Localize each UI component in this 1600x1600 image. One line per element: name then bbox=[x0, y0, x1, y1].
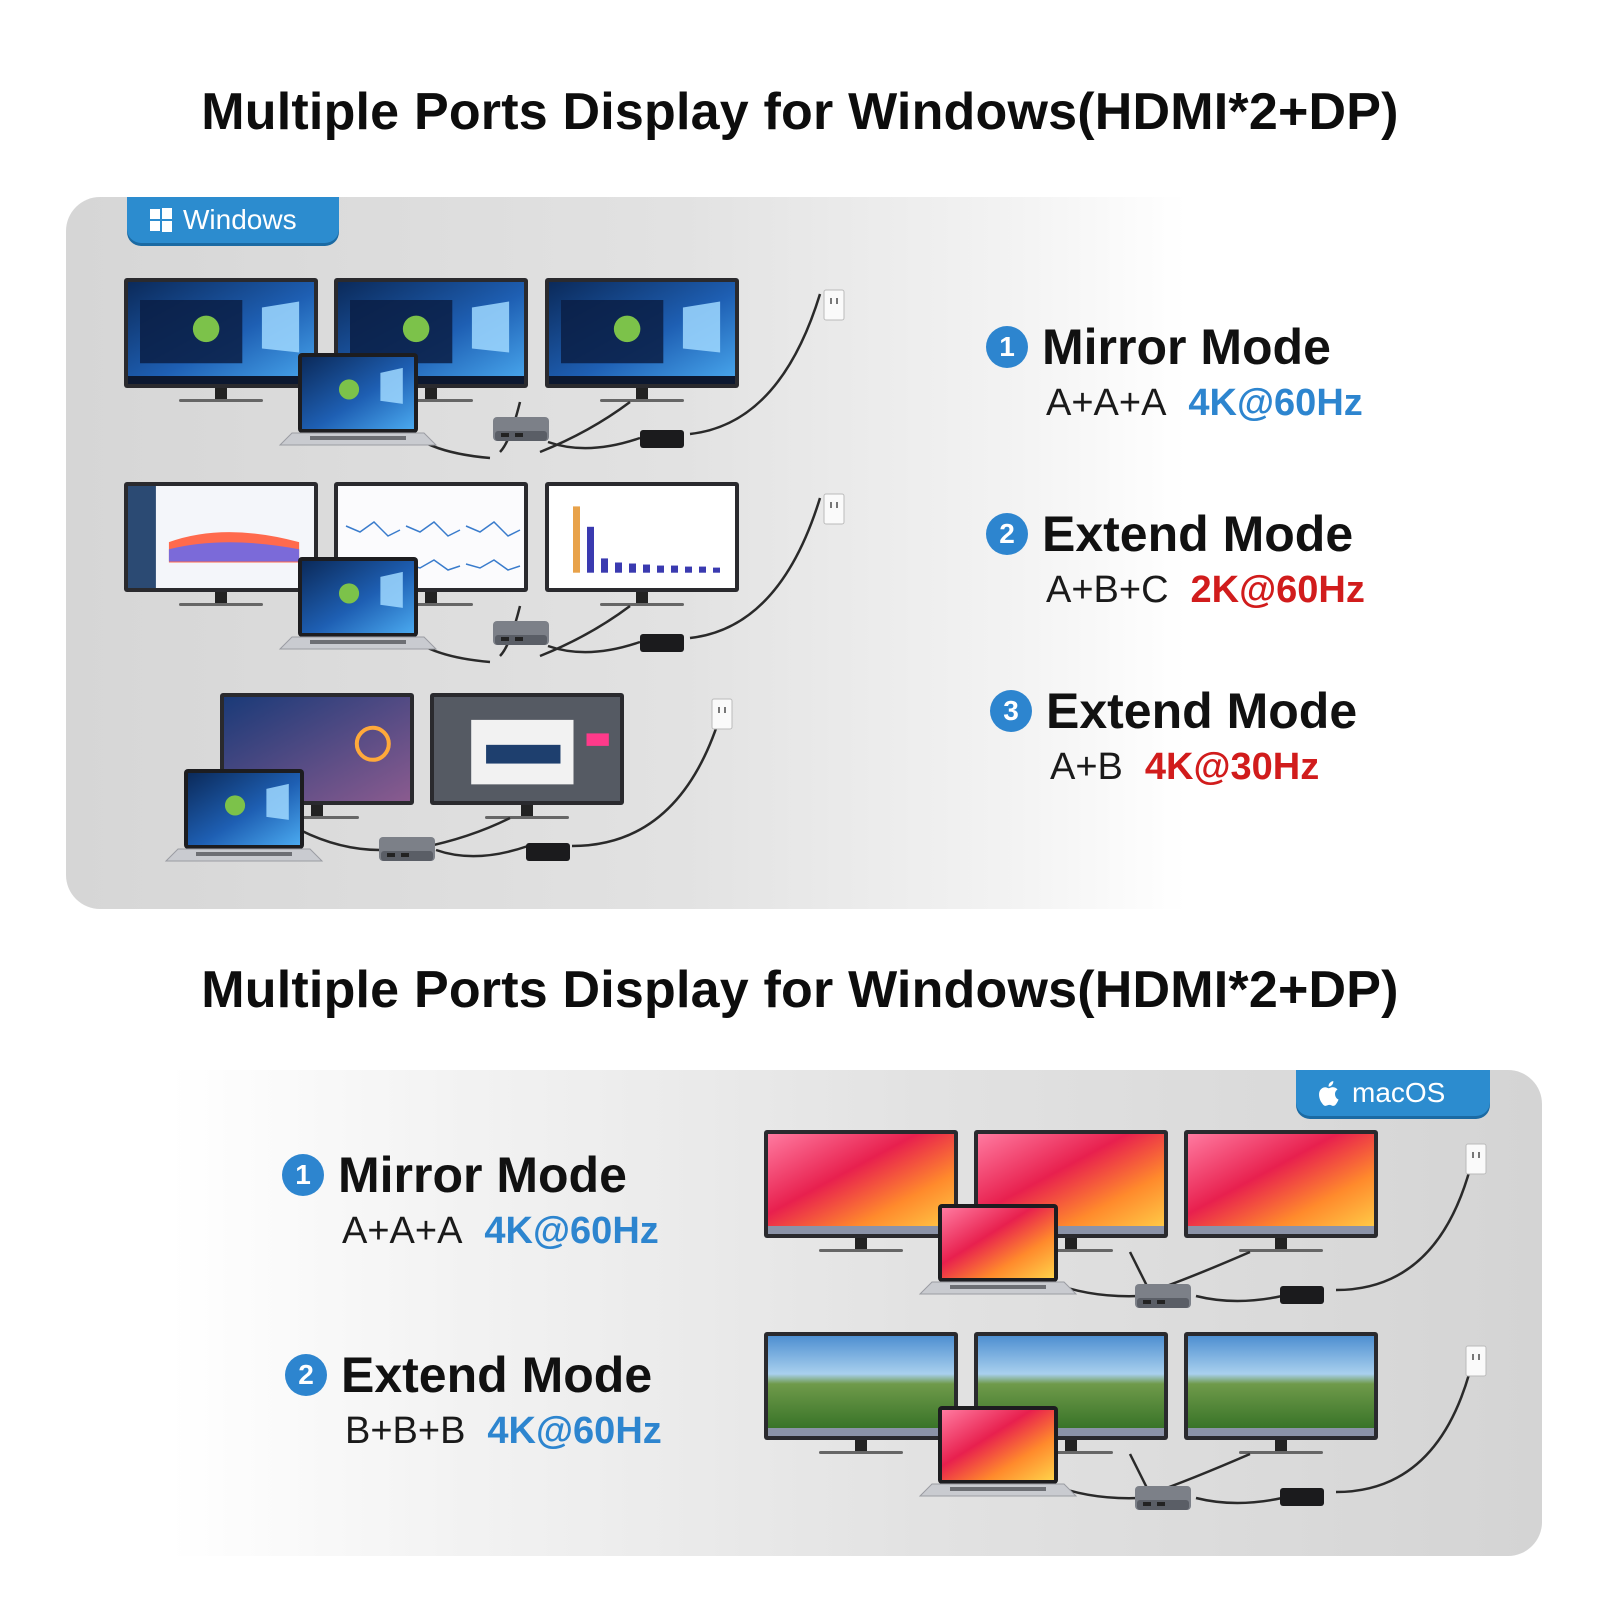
monitor-icon bbox=[430, 693, 624, 819]
monitor-icon bbox=[334, 482, 528, 606]
mode-name: Mirror Mode bbox=[338, 1147, 627, 1203]
cable-line bbox=[299, 828, 381, 852]
windows-logo-icon bbox=[149, 208, 173, 232]
apple-logo-icon bbox=[1318, 1079, 1342, 1107]
cable-line bbox=[539, 400, 631, 454]
mode-number-badge: 1 bbox=[986, 326, 1028, 368]
mode-rate: 4K@30Hz bbox=[1144, 746, 1320, 788]
mode-number-badge: 2 bbox=[986, 513, 1028, 555]
mode-combo: A+B bbox=[1050, 746, 1123, 788]
mode-name: Extend Mode bbox=[1046, 683, 1358, 739]
win-mode-2: 2 Extend Mode A+B+C 2K@60Hz bbox=[986, 505, 1365, 612]
laptop-icon bbox=[278, 353, 438, 446]
docking-station-icon bbox=[493, 417, 549, 441]
macos-tab: macOS bbox=[1296, 1070, 1490, 1116]
mode-rate: 4K@60Hz bbox=[487, 1410, 662, 1452]
wall-outlet-icon bbox=[1465, 1143, 1487, 1175]
monitor-icon bbox=[545, 482, 739, 606]
cable-line bbox=[547, 640, 641, 654]
windows-tab: Windows bbox=[127, 197, 339, 243]
power-adapter-icon bbox=[640, 430, 684, 448]
mode-number-badge: 2 bbox=[285, 1354, 327, 1396]
macos-tab-label: macOS bbox=[1352, 1077, 1446, 1108]
cable-line bbox=[1195, 1294, 1283, 1303]
wall-outlet-icon bbox=[823, 493, 845, 525]
cable-line bbox=[689, 497, 822, 640]
page-title-top: Multiple Ports Display for Windows(HDMI*… bbox=[201, 83, 1399, 141]
windows-tab-label: Windows bbox=[183, 204, 297, 235]
cable-line bbox=[539, 604, 631, 658]
mode-name: Mirror Mode bbox=[1042, 319, 1331, 375]
mode-name: Extend Mode bbox=[341, 1347, 653, 1403]
mode-combo: A+A+A bbox=[1046, 382, 1167, 424]
mode-rate: 4K@60Hz bbox=[1188, 382, 1363, 424]
power-adapter-icon bbox=[1280, 1488, 1324, 1506]
monitor-icon bbox=[1184, 1332, 1378, 1454]
monitor-icon bbox=[124, 482, 318, 606]
mac-mode-2: 2 Extend Mode B+B+B 4K@60Hz bbox=[285, 1346, 662, 1453]
wall-outlet-icon bbox=[711, 698, 733, 730]
wall-outlet-icon bbox=[823, 289, 845, 321]
mode-combo: B+B+B bbox=[345, 1410, 466, 1452]
mode-name: Extend Mode bbox=[1042, 506, 1354, 562]
cable-line bbox=[1335, 1143, 1478, 1292]
power-adapter-icon bbox=[526, 843, 570, 861]
cable-line bbox=[547, 436, 641, 450]
power-adapter-icon bbox=[640, 634, 684, 652]
docking-station-icon bbox=[1135, 1486, 1191, 1510]
win-mode-1: 1 Mirror Mode A+A+A 4K@60Hz bbox=[986, 318, 1363, 425]
laptop-icon bbox=[918, 1406, 1078, 1497]
laptop-icon bbox=[918, 1204, 1078, 1295]
win-mode-3: 3 Extend Mode A+B 4K@30Hz bbox=[990, 682, 1357, 789]
cable-line bbox=[689, 293, 822, 436]
monitor-icon bbox=[1184, 1130, 1378, 1252]
mac-mode-1: 1 Mirror Mode A+A+A 4K@60Hz bbox=[282, 1146, 659, 1253]
laptop-icon bbox=[164, 769, 324, 862]
cable-line bbox=[435, 844, 529, 858]
monitor-icon bbox=[124, 278, 318, 402]
mode-rate: 2K@60Hz bbox=[1190, 569, 1365, 611]
monitor-icon bbox=[764, 1332, 958, 1454]
mode-number-badge: 3 bbox=[990, 690, 1032, 732]
wall-outlet-icon bbox=[1465, 1345, 1487, 1377]
monitor-icon bbox=[764, 1130, 958, 1252]
mode-number-badge: 1 bbox=[282, 1154, 324, 1196]
cable-line bbox=[571, 709, 724, 848]
mode-rate: 4K@60Hz bbox=[484, 1210, 659, 1252]
mode-combo: A+B+C bbox=[1046, 569, 1169, 611]
cable-line bbox=[1335, 1345, 1478, 1494]
docking-station-icon bbox=[379, 837, 435, 861]
laptop-icon bbox=[278, 557, 438, 650]
page-title-bottom: Multiple Ports Display for Windows(HDMI*… bbox=[201, 961, 1399, 1019]
mode-combo: A+A+A bbox=[342, 1210, 463, 1252]
monitor-icon bbox=[545, 278, 739, 402]
docking-station-icon bbox=[493, 621, 549, 645]
power-adapter-icon bbox=[1280, 1286, 1324, 1304]
cable-line bbox=[1195, 1496, 1283, 1505]
docking-station-icon bbox=[1135, 1284, 1191, 1308]
